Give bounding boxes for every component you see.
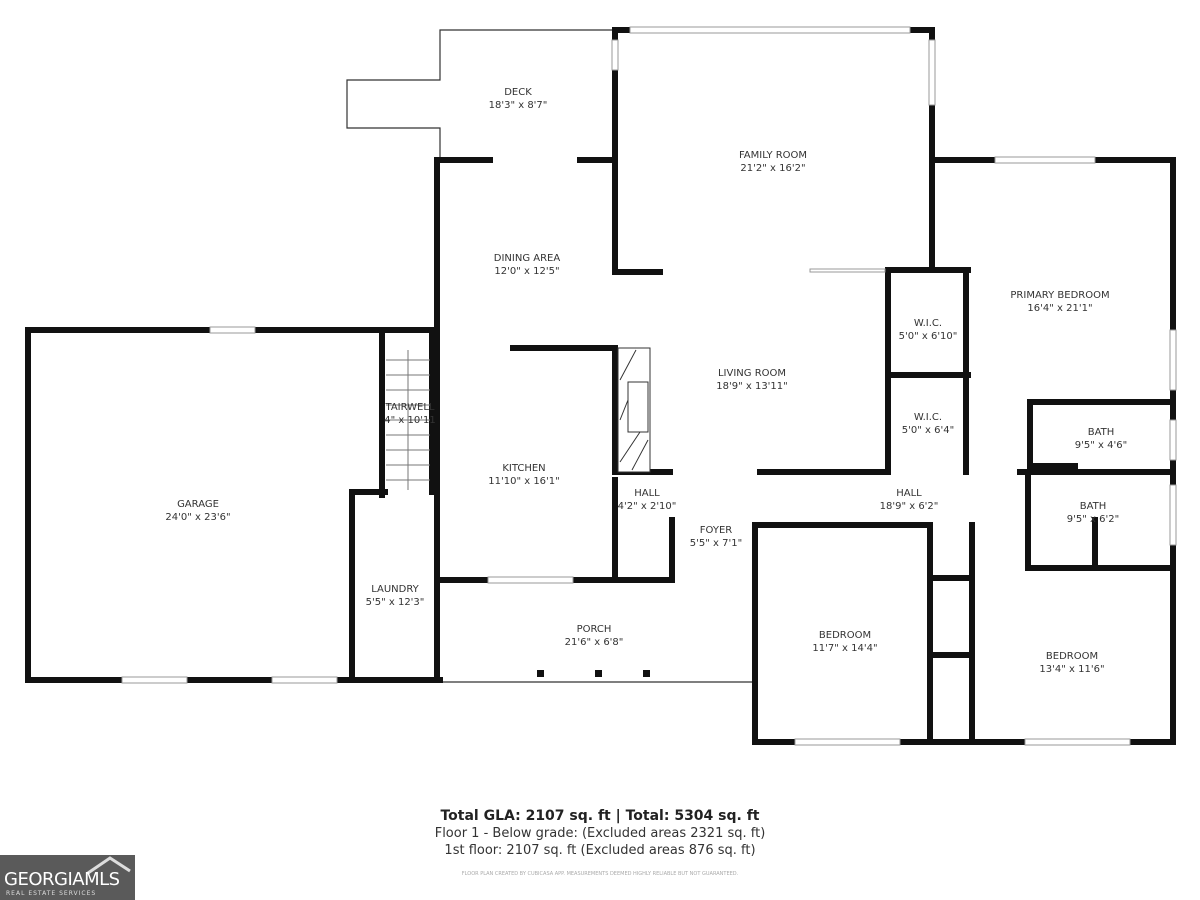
disclaimer: FLOOR PLAN CREATED BY CUBICASA APP. MEAS… [461,871,739,877]
logo-tagline: REAL ESTATE SERVICES [6,890,97,897]
room-name: DECK [504,87,532,98]
room-name: TAIRWELL [385,402,435,413]
room-deck: DECK 18'3" x 8'7" [489,86,548,112]
room-name: FOYER [699,525,733,536]
room-size: 4'2" x 2'10" [617,501,677,512]
room-size: 18'9" x 13'11" [716,381,788,392]
room-name: LAUNDRY [371,584,419,595]
room-size: 9'5" x 6'2" [1066,514,1120,525]
room-dining-area: DINING AREA 12'0" x 12'5" [494,252,560,278]
room-laundry: LAUNDRY 5'5" x 12'3" [366,583,425,609]
room-bedroom-1: BEDROOM 11'7" x 14'4" [812,629,877,655]
room-name: BATH [1087,427,1115,438]
room-wic-1: W.I.C. 5'0" x 6'10" [899,317,958,343]
room-size: 12'0" x 12'5" [494,266,560,277]
room-size: 11'10" x 16'1" [488,476,560,487]
floor-below-grade: Floor 1 - Below grade: (Excluded areas 2… [434,826,766,841]
room-size: 21'2" x 16'2" [740,163,806,174]
room-name: DINING AREA [493,253,561,264]
room-garage: GARAGE 24'0" x 23'6" [165,498,230,524]
room-primary-bedroom: PRIMARY BEDROOM 16'4" x 21'1" [1010,289,1109,315]
room-hall: HALL 18'9" x 6'2" [880,487,939,513]
room-name: PRIMARY BEDROOM [1010,290,1110,301]
room-size: 13'4" x 11'6" [1039,664,1105,675]
room-size: 5'5" x 12'3" [365,597,425,608]
area-totals: Total GLA: 2107 sq. ft | Total: 5304 sq.… [435,808,766,859]
room-size: 4" x 10'11 [384,415,436,426]
room-wic-2: W.I.C. 5'0" x 6'4" [902,411,954,437]
room-size: 5'5" x 7'1" [689,538,743,549]
room-bath-2: BATH 9'5" x 6'2" [1067,500,1119,526]
roof-icon [87,856,131,875]
georgia-mls-logo: GEORGIAMLS REAL ESTATE SERVICES [0,855,135,900]
room-foyer: FOYER 5'5" x 7'1" [690,524,742,550]
room-name: LIVING ROOM [717,368,787,379]
room-name: BEDROOM [818,630,872,641]
deck-outline [346,29,615,160]
room-size: 5'0" x 6'10" [898,331,958,342]
room-porch: PORCH 21'6" x 6'8" [565,623,624,649]
room-size: 9'5" x 4'6" [1074,440,1128,451]
total-gla: Total GLA: 2107 sq. ft | Total: 5304 sq.… [440,808,760,824]
room-name: PORCH [576,624,612,635]
room-name: GARAGE [177,499,219,510]
room-name: HALL [896,488,922,499]
room-stairwell: TAIRWELL 4" x 10'11 [384,401,435,427]
room-hall-small: HALL 4'2" x 2'10" [618,487,677,513]
room-size: 11'7" x 14'4" [812,643,878,654]
room-name: W.I.C. [913,412,943,423]
room-size: 18'3" x 8'7" [488,100,548,111]
room-size: 18'9" x 6'2" [879,501,939,512]
room-bath-1: BATH 9'5" x 4'6" [1075,426,1127,452]
room-name: HALL [634,488,660,499]
room-name: FAMILY ROOM [738,150,808,161]
room-size: 24'0" x 23'6" [165,512,231,523]
room-name: KITCHEN [502,463,546,474]
room-name: BEDROOM [1045,651,1099,662]
room-name: BATH [1079,501,1107,512]
room-name: W.I.C. [913,318,943,329]
stairs [386,350,430,490]
room-size: 21'6" x 6'8" [564,637,624,648]
logo-brand: GEORGIAMLS [4,869,120,890]
fireplace [617,347,651,473]
room-living-room: LIVING ROOM 18'9" x 13'11" [716,367,788,393]
walls [25,27,1176,745]
windows [121,26,1177,746]
room-bedroom-2: BEDROOM 13'4" x 11'6" [1039,650,1104,676]
floor-first: 1st floor: 2107 sq. ft (Excluded areas 8… [444,843,756,858]
room-size: 16'4" x 21'1" [1027,303,1093,314]
room-size: 5'0" x 6'4" [901,425,955,436]
room-kitchen: KITCHEN 11'10" x 16'1" [488,462,560,488]
room-family-room: FAMILY ROOM 21'2" x 16'2" [739,149,807,175]
